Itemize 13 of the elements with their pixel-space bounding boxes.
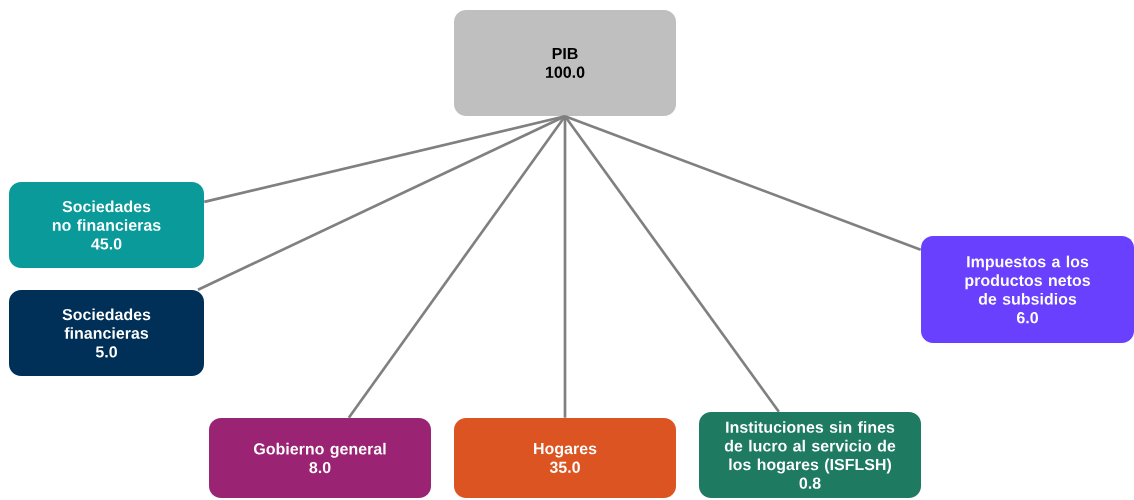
category-box: Hogares 35.0 [454,418,676,498]
category-box: Instituciones sin fines de lucro al servicio de los hogares (ISFLSH) 0.8 [699,412,921,498]
category-box: Impuestos a los productos netos de subsidios 6.0 [921,236,1134,343]
category-box: Sociedades no financieras 45.0 [9,182,204,268]
category-box: Gobierno general 8.0 [209,418,431,498]
connector-line [347,115,567,419]
connector-line [563,115,780,413]
connector-line [203,114,566,204]
connector-line [197,115,566,291]
connector-line [564,115,922,251]
connector-line [563,116,567,418]
category-box: Sociedades financieras 5.0 [9,290,204,376]
category-box: PIB 100.0 [454,10,676,116]
